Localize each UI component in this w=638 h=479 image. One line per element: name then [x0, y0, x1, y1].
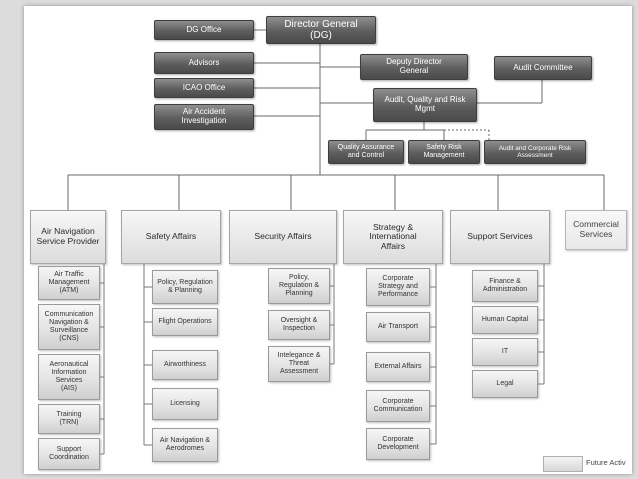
unit-cns: Communication Navigation & Surveillance …: [38, 304, 100, 350]
unit-finance-administration: Finance & Administration: [472, 270, 538, 302]
safety-risk-management-box: Safety Risk Management: [408, 140, 480, 164]
unit-it: IT: [472, 338, 538, 366]
unit-atm: Air Traffic Management (ATM): [38, 266, 100, 300]
unit-security-policy-regulation-planning: Policy, Regulation & Planning: [268, 268, 330, 304]
dept-air-navigation-service-provider: Air Navigation Service Provider: [30, 210, 106, 264]
deputy-director-general-box: Deputy Director General: [360, 54, 468, 80]
unit-corporate-communication: Corporate Communication: [366, 390, 430, 422]
unit-oversight-inspection: Oversight & Inspection: [268, 310, 330, 340]
unit-support-coordination: Support Coordination: [38, 438, 100, 470]
unit-flight-operations: Flight Operations: [152, 308, 218, 336]
director-general-box: Director General (DG): [266, 16, 376, 44]
dept-security-affairs: Security Affairs: [229, 210, 337, 264]
unit-legal: Legal: [472, 370, 538, 398]
audit-quality-risk-box: Audit, Quality and Risk Mgmt: [373, 88, 477, 122]
unit-ais: Aeronautical Information Services (AIS): [38, 354, 100, 400]
unit-external-affairs: External Affairs: [366, 352, 430, 382]
unit-airworthiness: Airworthiness: [152, 350, 218, 380]
unit-corporate-development: Corporate Development: [366, 428, 430, 460]
audit-committee-box: Audit Committee: [494, 56, 592, 80]
unit-air-transport: Air Transport: [366, 312, 430, 342]
quality-assurance-box: Quality Assurance and Control: [328, 140, 404, 164]
audit-corporate-risk-box: Audit and Corporate Risk Assessment: [484, 140, 586, 164]
air-accident-investigation-box: Air Accident Investigation: [154, 104, 254, 130]
dg-office-box: DG Office: [154, 20, 254, 40]
unit-licensing: Licensing: [152, 388, 218, 420]
future-activity-swatch: [543, 456, 583, 472]
icao-office-box: ICAO Office: [154, 78, 254, 98]
unit-corporate-strategy-performance: Corporate Strategy and Performance: [366, 268, 430, 306]
unit-air-navigation-aerodromes: Air Navigation & Aerodromes: [152, 428, 218, 462]
future-activity-label: Future Activ: [586, 458, 626, 467]
dept-safety-affairs: Safety Affairs: [121, 210, 221, 264]
unit-training: Training (TRN): [38, 404, 100, 434]
unit-human-capital: Human Capital: [472, 306, 538, 334]
advisors-box: Advisors: [154, 52, 254, 74]
unit-intelegance-threat-assessment: Intelegance & Threat Assessment: [268, 346, 330, 382]
dept-commercial-services: Commercial Services: [565, 210, 627, 250]
unit-safety-policy-regulation-planning: Policy, Regulation & Planning: [152, 270, 218, 304]
dept-strategy-international-affairs: Strategy & International Affairs: [343, 210, 443, 264]
dept-support-services: Support Services: [450, 210, 550, 264]
